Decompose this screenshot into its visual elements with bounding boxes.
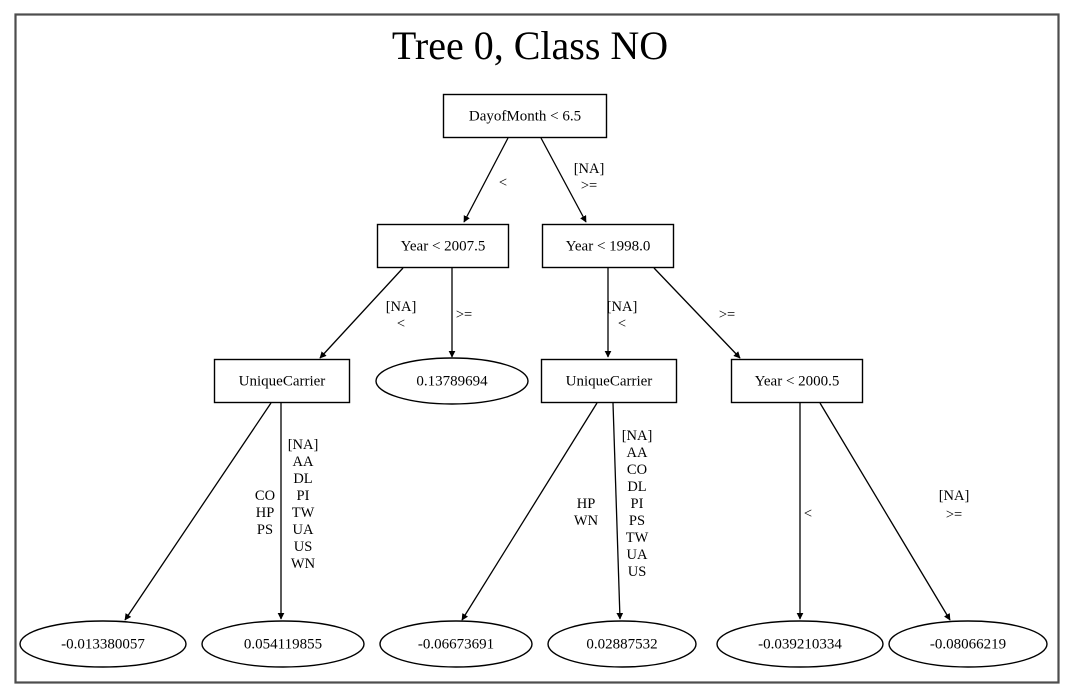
leaf-4-label: 0.02887532 (586, 636, 657, 652)
edge-label-rl-left-2: WN (574, 513, 599, 529)
tree-node-year-1998[interactable]: Year < 1998.0 (541, 223, 675, 269)
leaf-lr-label: 0.13789694 (416, 373, 488, 389)
leaf-ellipse (379, 620, 533, 668)
edge-label-left-right-ge: >= (456, 307, 472, 323)
tree-leaf-3[interactable]: -0.06673691 (379, 620, 533, 668)
page-title: Tree 0, Class NO (392, 23, 668, 68)
edge-label-ll-right-2: AA (293, 454, 314, 470)
node-box (213, 358, 351, 404)
node-box (730, 358, 864, 404)
edge-rl-left (461, 402, 598, 621)
edge-ll-left (124, 402, 272, 621)
edge-label-rl-right-3: CO (627, 462, 647, 478)
edge-root-left (463, 137, 509, 223)
edge-label-rl-right-6: PS (629, 513, 645, 529)
edge-label-ll-right-7: US (294, 539, 313, 555)
edge-label-right-left-na: [NA] (607, 299, 638, 315)
edge-label-rl-left-1: HP (577, 496, 596, 512)
figure-border (14, 13, 1060, 684)
edge-label-rl-right-5: PI (631, 496, 644, 512)
node-box (442, 93, 608, 139)
edge-label-left-left-lt: < (397, 316, 405, 332)
edge-label-ll-right-5: TW (292, 505, 315, 521)
edge-label-rl-right-2: AA (627, 445, 648, 461)
edge-label-ll-left-1: CO (255, 488, 275, 504)
edge-right-right (653, 267, 741, 359)
tree-node-root[interactable]: DayofMonth < 6.5 (442, 93, 608, 139)
tree-leaf-6[interactable]: -0.08066219 (888, 620, 1048, 668)
edge-label-rl-right-8: UA (627, 547, 648, 563)
tree-node-year-2007[interactable]: Year < 2007.5 (376, 223, 510, 269)
leaf-ellipse (375, 357, 529, 405)
edge-label-rl-right-7: TW (626, 530, 649, 546)
tree-node-uniquecarrier-right[interactable]: UniqueCarrier (540, 358, 678, 404)
edge-rr-right (819, 402, 951, 621)
leaf-5-label: -0.039210334 (758, 636, 842, 652)
tree-leaf-5[interactable]: -0.039210334 (716, 620, 884, 668)
leaf-6-label: -0.08066219 (930, 636, 1006, 652)
node-ll-label: UniqueCarrier (239, 373, 326, 389)
node-root-label: DayofMonth < 6.5 (469, 108, 581, 124)
leaf-ellipse (716, 620, 884, 668)
tree-leaf-013789694[interactable]: 0.13789694 (375, 357, 529, 405)
edge-label-left-left-na: [NA] (386, 299, 417, 315)
node-right-label: Year < 1998.0 (566, 238, 651, 254)
edge-label-ll-right-6: UA (293, 522, 314, 538)
edge-label-rl-right-1: [NA] (622, 428, 653, 444)
tree-leaf-1[interactable]: -0.013380057 (19, 620, 187, 668)
edge-rl-right (612, 402, 624, 620)
tree-leaf-4[interactable]: 0.02887532 (547, 620, 697, 668)
node-rr-label: Year < 2000.5 (755, 373, 840, 389)
edge-label-root-left: < (499, 175, 507, 191)
node-rl-label: UniqueCarrier (566, 373, 653, 389)
leaf-ellipse (201, 620, 365, 668)
leaf-2-label: 0.054119855 (244, 636, 322, 652)
edge-label-rl-right-9: US (628, 564, 647, 580)
node-left-label: Year < 2007.5 (401, 238, 486, 254)
edge-label-ll-left-3: PS (257, 522, 273, 538)
edge-label-rr-right-ge: >= (946, 507, 962, 523)
tree-leaf-2[interactable]: 0.054119855 (201, 620, 365, 668)
leaf-1-label: -0.013380057 (61, 636, 145, 652)
node-box (541, 223, 675, 269)
tree-node-uniquecarrier-left[interactable]: UniqueCarrier (213, 358, 351, 404)
edge-label-right-right-ge: >= (719, 307, 735, 323)
edge-label-ll-left-2: HP (256, 505, 275, 521)
edge-label-ll-right-3: DL (293, 471, 312, 487)
edge-label-ll-right-8: WN (291, 556, 316, 572)
edge-label-right-left-lt: < (618, 316, 626, 332)
edge-root-right (540, 137, 587, 223)
edge-label-rr-left-lt: < (804, 506, 812, 522)
edge-left-left (319, 267, 404, 359)
leaf-ellipse (547, 620, 697, 668)
leaf-3-label: -0.06673691 (418, 636, 494, 652)
edge-label-ll-right-4: PI (297, 488, 310, 504)
tree-node-year-2000[interactable]: Year < 2000.5 (730, 358, 864, 404)
node-box (540, 358, 678, 404)
edge-label-root-right-na: [NA] (574, 161, 605, 177)
edge-label-rl-right-4: DL (627, 479, 646, 495)
node-box (376, 223, 510, 269)
edge-label-root-right-ge: >= (581, 178, 597, 194)
edge-label-ll-right-1: [NA] (288, 437, 319, 453)
leaf-ellipse (888, 620, 1048, 668)
edge-label-rr-right-na: [NA] (939, 488, 970, 504)
leaf-ellipse (19, 620, 187, 668)
